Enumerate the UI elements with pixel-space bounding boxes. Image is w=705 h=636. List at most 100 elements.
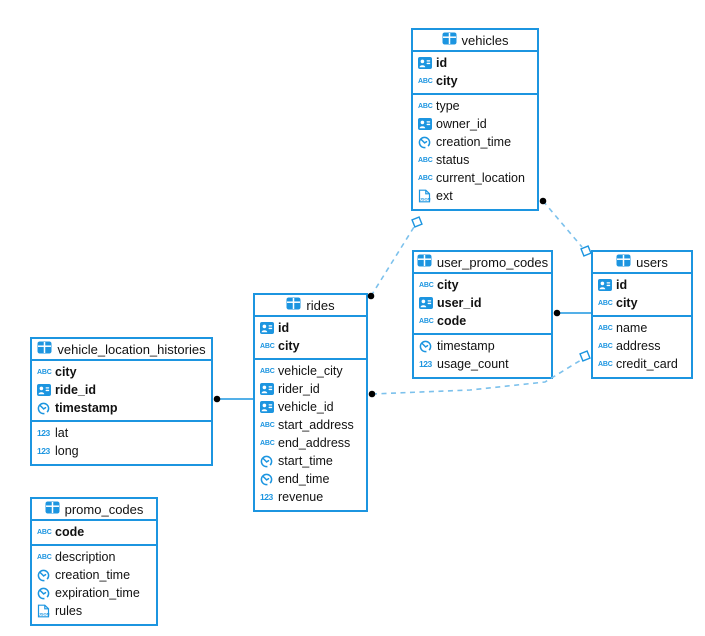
table-header[interactable]: vehicles	[413, 30, 537, 52]
text-icon: ABC	[598, 324, 613, 332]
column-row-id: id	[593, 276, 691, 294]
text-icon: ABC	[598, 342, 613, 350]
timestamp-icon	[418, 136, 436, 149]
timestamp-icon	[37, 569, 55, 582]
column-row-owner_id: owner_id	[413, 115, 537, 133]
column-name: start_address	[278, 418, 354, 432]
relationship-target-marker	[580, 245, 592, 257]
table-header[interactable]: user_promo_codes	[414, 252, 551, 274]
uuid-icon	[419, 297, 437, 309]
uuid-icon	[37, 384, 55, 396]
column-name: ride_id	[55, 383, 96, 397]
uuid-icon	[418, 57, 436, 69]
column-name: end_time	[278, 472, 330, 486]
number-icon: 123	[260, 491, 273, 502]
uuid-icon	[260, 322, 278, 334]
table-title: rides	[306, 297, 335, 313]
json-icon: JSON	[37, 604, 55, 618]
column-name: address	[616, 339, 661, 353]
column-name: code	[437, 314, 467, 328]
relationship-source-marker	[539, 197, 547, 205]
column-name: creation_time	[55, 568, 131, 582]
uuid-icon	[260, 401, 278, 413]
uuid-icon	[598, 279, 616, 291]
column-name: vehicle_id	[278, 400, 334, 414]
column-name: type	[436, 99, 460, 113]
text-icon: ABC	[418, 174, 433, 182]
column-row-creation_time: creation_time	[32, 566, 156, 584]
timestamp-icon	[37, 402, 55, 415]
column-name: lat	[55, 426, 69, 440]
number-icon: 123	[37, 445, 50, 456]
column-name: timestamp	[55, 401, 118, 415]
table-title: vehicles	[461, 32, 509, 48]
text-icon: ABC	[260, 421, 275, 429]
text-icon: ABC	[419, 317, 434, 325]
column-name: timestamp	[437, 339, 495, 353]
text-icon: ABC	[598, 299, 613, 307]
column-name: status	[436, 153, 470, 167]
table-header[interactable]: vehicle_location_histories	[32, 339, 211, 361]
column-name: city	[437, 278, 459, 292]
table-icon	[417, 254, 432, 270]
text-icon: ABC	[260, 367, 275, 375]
column-name: creation_time	[436, 135, 512, 149]
text-icon: ABC	[37, 528, 52, 536]
column-name: user_id	[437, 296, 482, 310]
text-icon: ABC	[418, 156, 433, 164]
column-row-timestamp: timestamp	[32, 399, 211, 417]
table-header[interactable]: promo_codes	[32, 499, 156, 521]
uuid-icon	[260, 383, 278, 395]
column-name: id	[278, 321, 290, 335]
table-title: users	[636, 254, 668, 270]
timestamp-icon	[37, 587, 55, 600]
timestamp-icon	[260, 473, 278, 486]
table-header[interactable]: rides	[255, 295, 366, 317]
column-name: expiration_time	[55, 586, 140, 600]
timestamp-icon	[260, 455, 278, 468]
number-icon: 123	[37, 427, 50, 438]
table-title: user_promo_codes	[436, 254, 549, 270]
table-icon	[45, 501, 60, 517]
column-row-vehicle_id: vehicle_id	[255, 398, 366, 416]
column-row-creation_time: creation_time	[413, 133, 537, 151]
column-name: code	[55, 525, 85, 539]
column-name: city	[278, 339, 300, 353]
column-name: end_address	[278, 436, 351, 450]
text-icon: ABC	[418, 102, 433, 110]
column-name: rules	[55, 604, 83, 618]
relationship-source-marker	[553, 309, 561, 317]
number-icon: 123	[419, 358, 432, 369]
column-row-lat: 123 lat	[32, 424, 211, 442]
table-header[interactable]: users	[593, 252, 691, 274]
relationship-source-marker	[367, 292, 375, 300]
svg-text:JSON: JSON	[420, 196, 431, 201]
